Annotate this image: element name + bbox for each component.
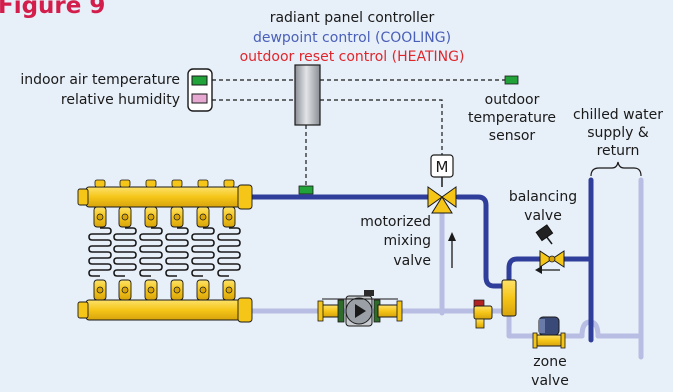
balancing-valve-label-line2: valve (524, 208, 562, 224)
supply-manifold-outlet-nut (147, 213, 155, 221)
controller-cooling-mode: dewpoint control (COOLING) (253, 30, 451, 46)
indoor-air-temperature-label: indoor air temperature (20, 72, 180, 88)
pex-circuit-loop (88, 227, 112, 277)
supply-manifold-port-cap (145, 179, 157, 188)
manifold-assembly (77, 179, 253, 323)
control-wiring (212, 79, 512, 186)
controller-box (294, 64, 321, 126)
relative-humidity-label: relative humidity (61, 92, 180, 108)
chilled-water-bracket (590, 161, 642, 177)
mixing-valve-label-line1: motorized (360, 214, 431, 230)
chilled-water-label-line1: chilled water (573, 107, 663, 123)
outdoor-sensor-icon (504, 75, 519, 85)
purge-valve (473, 299, 493, 329)
return-manifold-end-cap (77, 301, 89, 319)
supply-manifold-port-cap (197, 179, 209, 188)
pex-circuit-loop (191, 227, 215, 277)
flow-arrow-left (535, 266, 560, 274)
supply-manifold-outlet-nut (96, 213, 104, 221)
return-manifold (85, 299, 247, 321)
supply-manifold-outlet-nut (121, 213, 129, 221)
mixing-valve-label-line2: mixing (384, 233, 431, 249)
supply-manifold-coupling (237, 184, 253, 210)
figure-title: Figure 9 (0, 0, 105, 19)
zone-valve-label-line1: zone (533, 354, 566, 370)
pex-circuit-loop (139, 227, 163, 277)
supply-manifold-port-cap (94, 179, 106, 188)
return-manifold-outlet-nut (96, 286, 104, 294)
supply-temperature-sensor-icon (298, 185, 314, 195)
return-manifold-outlet-nut (121, 286, 129, 294)
return-manifold-outlet-nut (199, 286, 207, 294)
temperature-sensor-icon (191, 75, 208, 86)
flow-arrow-up (448, 232, 456, 268)
pump-direction-icon (355, 304, 366, 318)
chilled-water-label-line2: supply & (587, 125, 649, 141)
motorized-mixing-valve: M (427, 154, 457, 214)
balancing-valve (535, 224, 565, 268)
zone-valve-label-line2: valve (531, 373, 569, 389)
outdoor-sensor-label-line1: outdoor (485, 92, 540, 108)
zone-valve (532, 316, 566, 349)
return-manifold-outlet-nut (173, 286, 181, 294)
tee-fitting (501, 279, 517, 317)
chilled-water-label-line3: return (597, 143, 640, 159)
supply-manifold-port-cap (171, 179, 183, 188)
balancing-valve-label-line1: balancing (509, 189, 577, 205)
supply-piping (245, 177, 594, 343)
mixing-valve-label-line3: valve (393, 253, 431, 269)
supply-manifold-outlet-nut (173, 213, 181, 221)
pex-circuit-loop (217, 227, 241, 277)
supply-manifold-outlet-nut (225, 213, 233, 221)
pex-circuit-loop (165, 227, 189, 277)
supply-manifold-end-cap (77, 188, 89, 206)
return-manifold-outlet-nut (225, 286, 233, 294)
outdoor-sensor-label-line2: temperature (468, 110, 556, 126)
outdoor-sensor-label-line3: sensor (489, 128, 536, 144)
return-manifold-outlet-nut (147, 286, 155, 294)
pex-circuit-loop (113, 227, 137, 277)
circulator-pump (317, 290, 403, 327)
actuator-letter: M (436, 158, 449, 176)
supply-manifold-port-cap (119, 179, 131, 188)
humidity-sensor-icon (191, 93, 208, 104)
supply-manifold-outlet-nut (199, 213, 207, 221)
supply-manifold (85, 186, 247, 208)
return-manifold-coupling (237, 297, 253, 323)
controller-title: radiant panel controller (270, 10, 435, 26)
supply-manifold-port-cap (223, 179, 235, 188)
indoor-sensor (187, 68, 213, 112)
controller-heating-mode: outdoor reset control (HEATING) (240, 49, 465, 65)
